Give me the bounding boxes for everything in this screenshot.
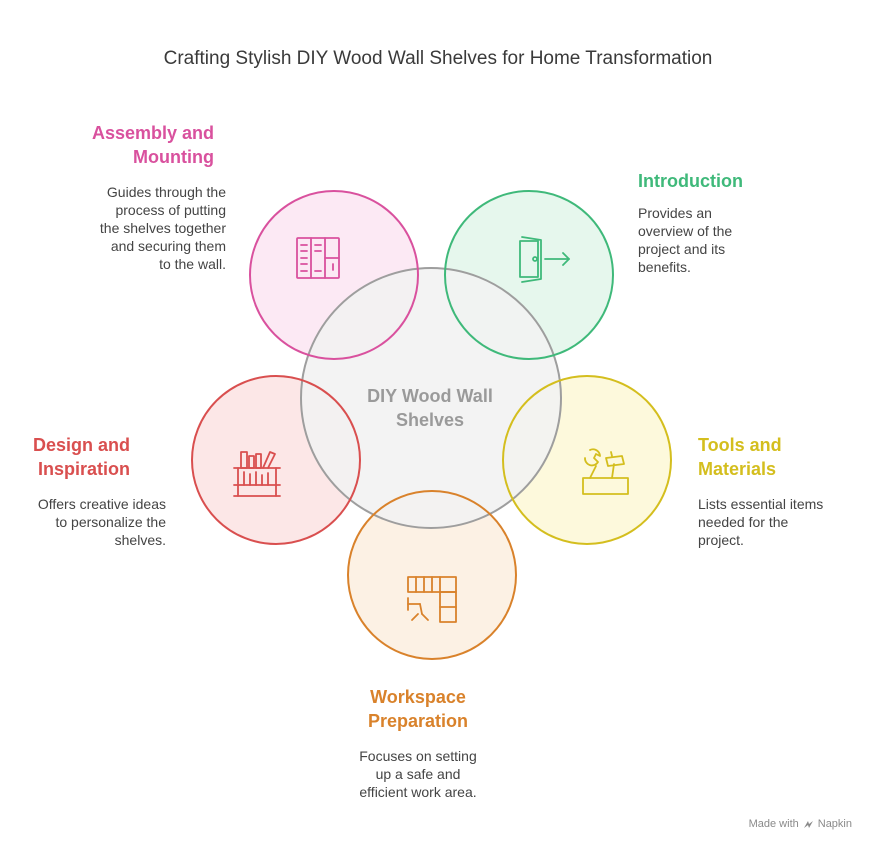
desc-line: project. [698,532,744,548]
assembly-heading-line2: Mounting [133,147,214,167]
diagram-title: Crafting Stylish DIY Wood Wall Shelves f… [163,48,713,69]
desc-line: Guides through the [106,184,226,200]
cabinet-icon [296,237,340,279]
kitchen-layout-icon [407,576,457,623]
made-with-badge[interactable]: Made with Napkin [749,818,852,830]
center-label: DIY Wood Wall Shelves [330,384,530,432]
center-label-line1: DIY Wood Wall [367,386,493,406]
toolbox-icon [582,448,629,495]
bookshelf-icon [233,451,281,497]
desc-line: process of putting [115,202,226,218]
workspace-heading-line2: Preparation [367,711,469,731]
made-with-label: Made with [748,818,799,830]
workspace-heading: Workspace Preparation [338,685,498,733]
desc-line: to personalize the [55,514,166,530]
center-circle [301,268,561,528]
tools-heading: Tools and Materials [698,433,848,481]
desc-line: Lists essential items [698,496,824,512]
center-label-line2: Shelves [395,410,465,430]
napkin-logo-icon [803,820,813,828]
desc-line: Provides an [638,205,712,221]
introduction-heading: Introduction [638,169,818,193]
assembly-heading: Assembly and Mounting [64,121,214,169]
door-exit-icon [519,236,570,283]
workspace-heading-line1: Workspace [370,687,466,707]
desc-line: project and its [638,241,726,257]
workspace-circle [348,491,516,659]
assembly-heading-line1: Assembly and [91,123,214,143]
desc-line: up a safe and [375,766,461,782]
introduction-heading-line1: Introduction [638,171,743,191]
workspace-description: Focuses on setting up a safe and efficie… [338,747,498,801]
tools-description: Lists essential items needed for the pro… [698,495,868,549]
desc-line: and securing them [110,238,226,254]
napkin-brand-label: Napkin [817,818,852,830]
desc-line: benefits. [638,259,691,275]
desc-line: the shelves together [99,220,226,236]
desc-line: efficient work area. [359,784,477,800]
design-description: Offers creative ideas to personalize the… [0,495,166,549]
tools-heading-line1: Tools and [698,435,782,455]
design-heading-line1: Design and [32,435,130,455]
desc-line: needed for the [698,514,789,530]
desc-line: to the wall. [159,256,226,272]
tools-heading-line2: Materials [698,459,777,479]
desc-line: overview of the [638,223,733,239]
introduction-description: Provides an overview of the project and … [638,204,818,276]
design-heading: Design and Inspiration [0,433,130,481]
design-heading-line2: Inspiration [37,459,130,479]
desc-line: Focuses on setting [359,748,477,764]
assembly-description: Guides through the process of putting th… [70,183,226,273]
desc-line: shelves. [114,532,166,548]
desc-line: Offers creative ideas [37,496,166,512]
